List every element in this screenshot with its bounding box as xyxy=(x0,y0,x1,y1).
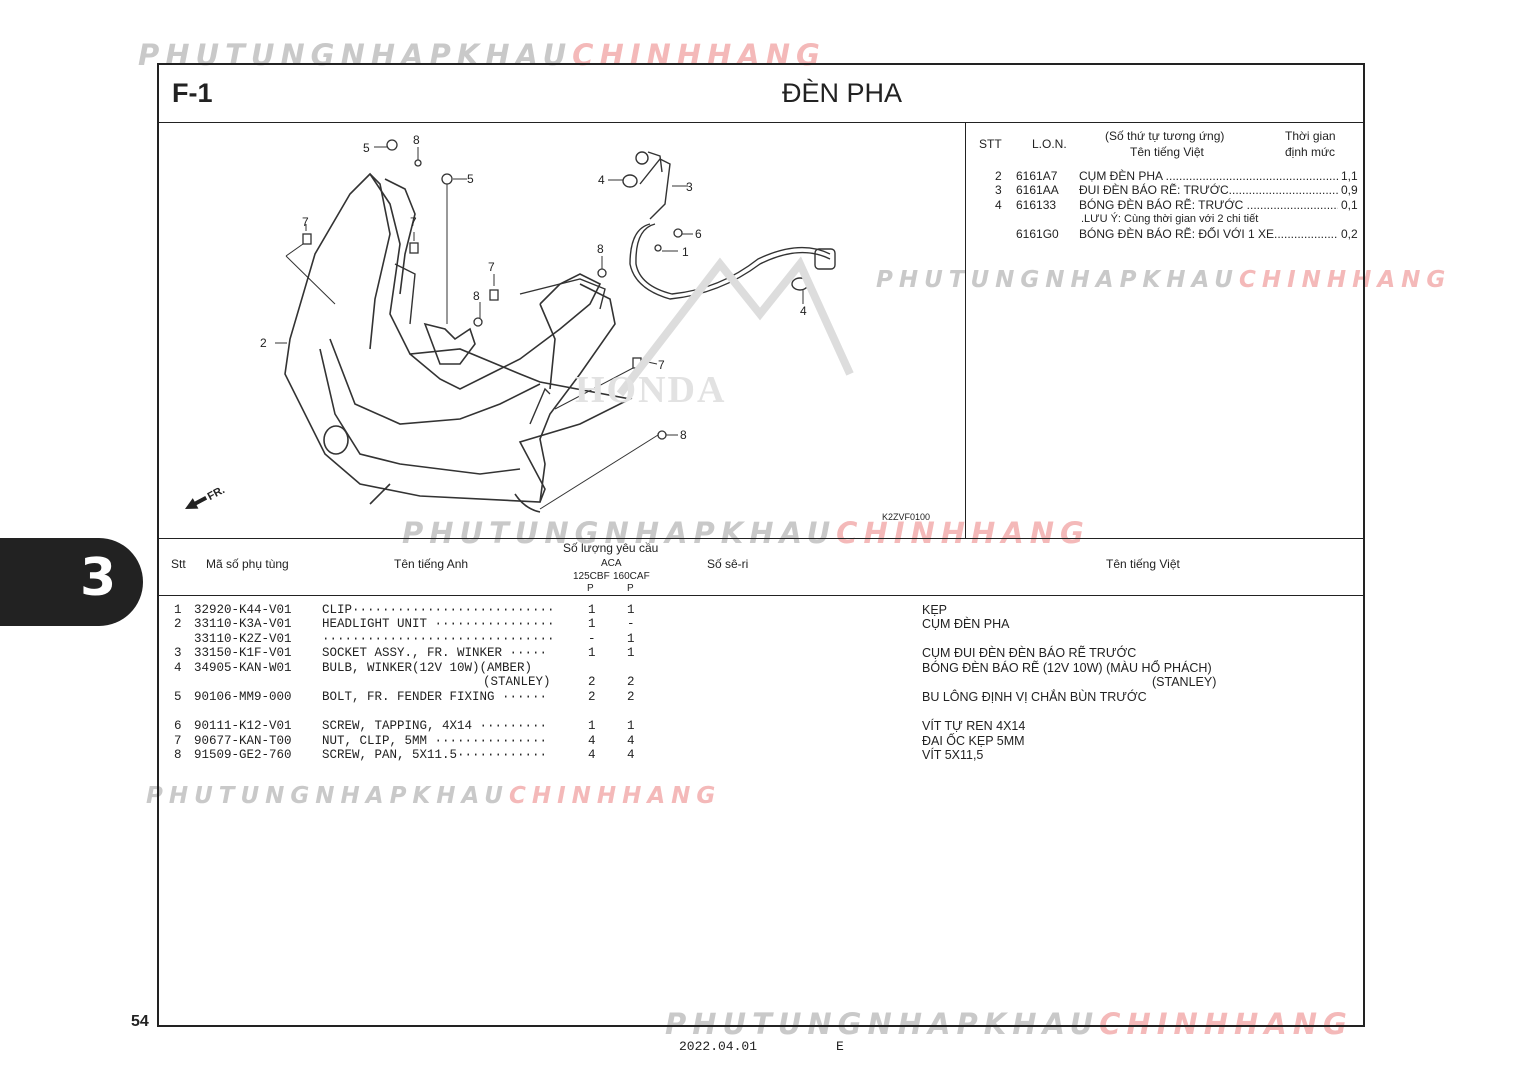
page-code: F-1 xyxy=(172,78,213,108)
parts-header-serial: Số sê-ri xyxy=(707,557,749,571)
callout-label: 7 xyxy=(302,215,309,229)
diagram-table-divider xyxy=(965,123,966,538)
callout-label: 1 xyxy=(682,245,689,259)
parts-header-name-vn: Tên tiếng Việt xyxy=(1106,557,1180,571)
callout-label: 8 xyxy=(473,289,480,303)
callout-label: 7 xyxy=(488,260,495,274)
parts-header-bottom xyxy=(158,595,1365,596)
honda-watermark: HONDA xyxy=(575,369,726,411)
labor-header-time-1: Thời gian xyxy=(1285,129,1336,143)
labor-header-lon: L.O.N. xyxy=(1032,137,1067,151)
callout-label: 7 xyxy=(410,215,417,229)
parts-header-p2: P xyxy=(627,583,634,594)
callout-label: 8 xyxy=(680,428,687,442)
parts-header-aca: ACA xyxy=(601,558,622,569)
print-date: 2022.04.01 xyxy=(679,1039,758,1054)
parts-header-p1: P xyxy=(587,583,594,594)
watermark-lower: PHUTUNGNHAPKHAUCHINHHANG xyxy=(146,783,722,809)
callout-label: 5 xyxy=(467,172,474,186)
labor-header-name-1: (Số thứ tự tương ứng) xyxy=(1105,129,1225,143)
labor-header-name-2: Tên tiếng Việt xyxy=(1130,145,1204,159)
section-tab: 3 xyxy=(0,538,143,626)
page-frame xyxy=(157,63,1365,1027)
labor-header-time-2: định mức xyxy=(1285,145,1336,159)
callout-label: 2 xyxy=(260,336,267,350)
headlight-diagram: HONDA 3 4 4 5 5 6 1 2 7 7 7 7 8 8 8 8 FR… xyxy=(185,133,930,522)
parts-header-top xyxy=(158,538,1365,539)
watermark-top: PHUTUNGNHAPKHAUCHINHHANG xyxy=(138,38,826,72)
header-divider xyxy=(158,122,1365,123)
parts-header-model1: 125CBF xyxy=(573,571,610,582)
callout-label: 4 xyxy=(598,173,605,187)
parts-header-qty: Số lượng yêu cầu xyxy=(563,541,659,555)
page-title: ĐÈN PHA xyxy=(782,78,903,108)
page-number: 54 xyxy=(131,1013,149,1030)
edition-code: E xyxy=(836,1039,844,1054)
parts-header-model2: 160CAF xyxy=(613,571,650,582)
callout-label: 7 xyxy=(658,358,665,372)
front-direction-label: FR. xyxy=(206,484,227,503)
callout-label: 8 xyxy=(413,133,420,147)
callout-label: 4 xyxy=(800,304,807,318)
watermark-right: PHUTUNGNHAPKHAUCHINHHANG xyxy=(876,267,1452,293)
parts-header-stt: Stt xyxy=(171,557,186,571)
diagram-code: K2ZVF0100 xyxy=(882,512,930,522)
parts-header-name-en: Tên tiếng Anh xyxy=(394,557,469,571)
callout-label: 3 xyxy=(686,180,693,194)
parts-header-part-no: Mã số phụ tùng xyxy=(206,557,289,571)
watermark-bottom: PHUTUNGNHAPKHAUCHINHHANG xyxy=(665,1007,1353,1041)
callout-label: 8 xyxy=(597,242,604,256)
callout-label: 5 xyxy=(363,141,370,155)
watermark-middle: PHUTUNGNHAPKHAUCHINHHANG xyxy=(402,516,1090,550)
labor-header-stt: STT xyxy=(979,137,1002,151)
callout-label: 6 xyxy=(695,227,702,241)
